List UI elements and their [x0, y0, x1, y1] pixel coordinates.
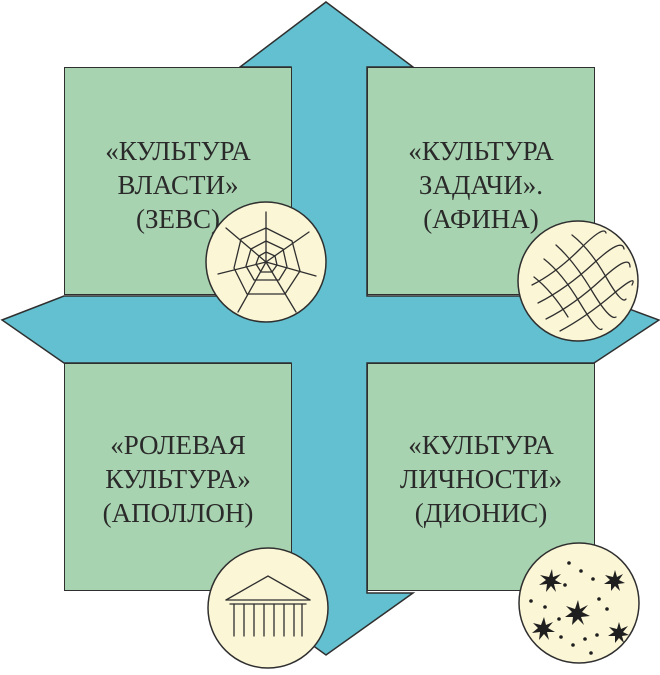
- spider-web-icon: [205, 201, 327, 323]
- star-cluster-icon: [518, 542, 640, 664]
- label-line-1: «КУЛЬТУРА: [408, 430, 554, 460]
- quadrant-person-label: «КУЛЬТУРА ЛИЧНОСТИ» (ДИОНИС): [368, 428, 594, 530]
- quadrant-power-label: «КУЛЬТУРА ВЛАСТИ» (ЗЕВС): [65, 134, 291, 236]
- label-line-2: ЗАДАЧИ».: [418, 170, 544, 200]
- label-line-1: «КУЛЬТУРА: [105, 136, 251, 166]
- label-line-3: (ЗЕВС): [135, 204, 221, 234]
- label-line-3: (ДИОНИС): [414, 498, 548, 528]
- label-line-3: (АФИНА): [423, 204, 539, 234]
- cross-shape: [0, 1, 660, 656]
- label-line-2: ЛИЧНОСТИ»: [399, 464, 563, 494]
- label-line-3: (АПОЛЛОН): [102, 498, 254, 528]
- quadrant-person-culture: «КУЛЬТУРА ЛИЧНОСТИ» (ДИОНИС): [367, 363, 595, 591]
- label-line-1: «РОЛЕВАЯ: [110, 430, 246, 460]
- label-line-2: КУЛЬТУРА»: [105, 464, 251, 494]
- label-line-2: ВЛАСТИ»: [117, 170, 239, 200]
- greek-temple-icon: [207, 547, 329, 669]
- quadrant-role-label: «РОЛЕВАЯ КУЛЬТУРА» (АПОЛЛОН): [65, 428, 291, 530]
- quadrant-task-label: «КУЛЬТУРА ЗАДАЧИ». (АФИНА): [368, 134, 594, 236]
- net-grid-icon: [517, 220, 639, 342]
- label-line-1: «КУЛЬТУРА: [408, 136, 554, 166]
